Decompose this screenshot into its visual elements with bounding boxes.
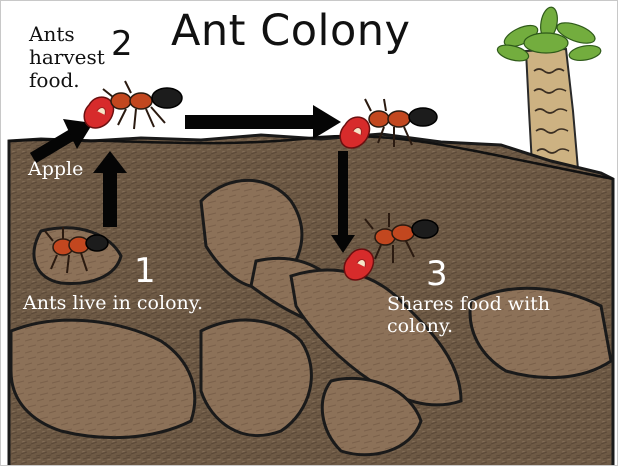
apple-icon [84, 97, 113, 128]
step-number-1: 1 [134, 252, 156, 291]
step-number-2: 2 [111, 25, 133, 64]
step-number-3: 3 [426, 255, 448, 294]
page-title: Ant Colony [171, 7, 410, 56]
label-ants-live-in-colony: Ants live in colony. [23, 293, 203, 315]
label-shares-food: Shares food with colony. [387, 294, 550, 338]
label-apple: Apple [28, 159, 83, 181]
label-ants-harvest-food: Ants harvest food. [29, 23, 105, 92]
ant-icon [103, 81, 182, 129]
